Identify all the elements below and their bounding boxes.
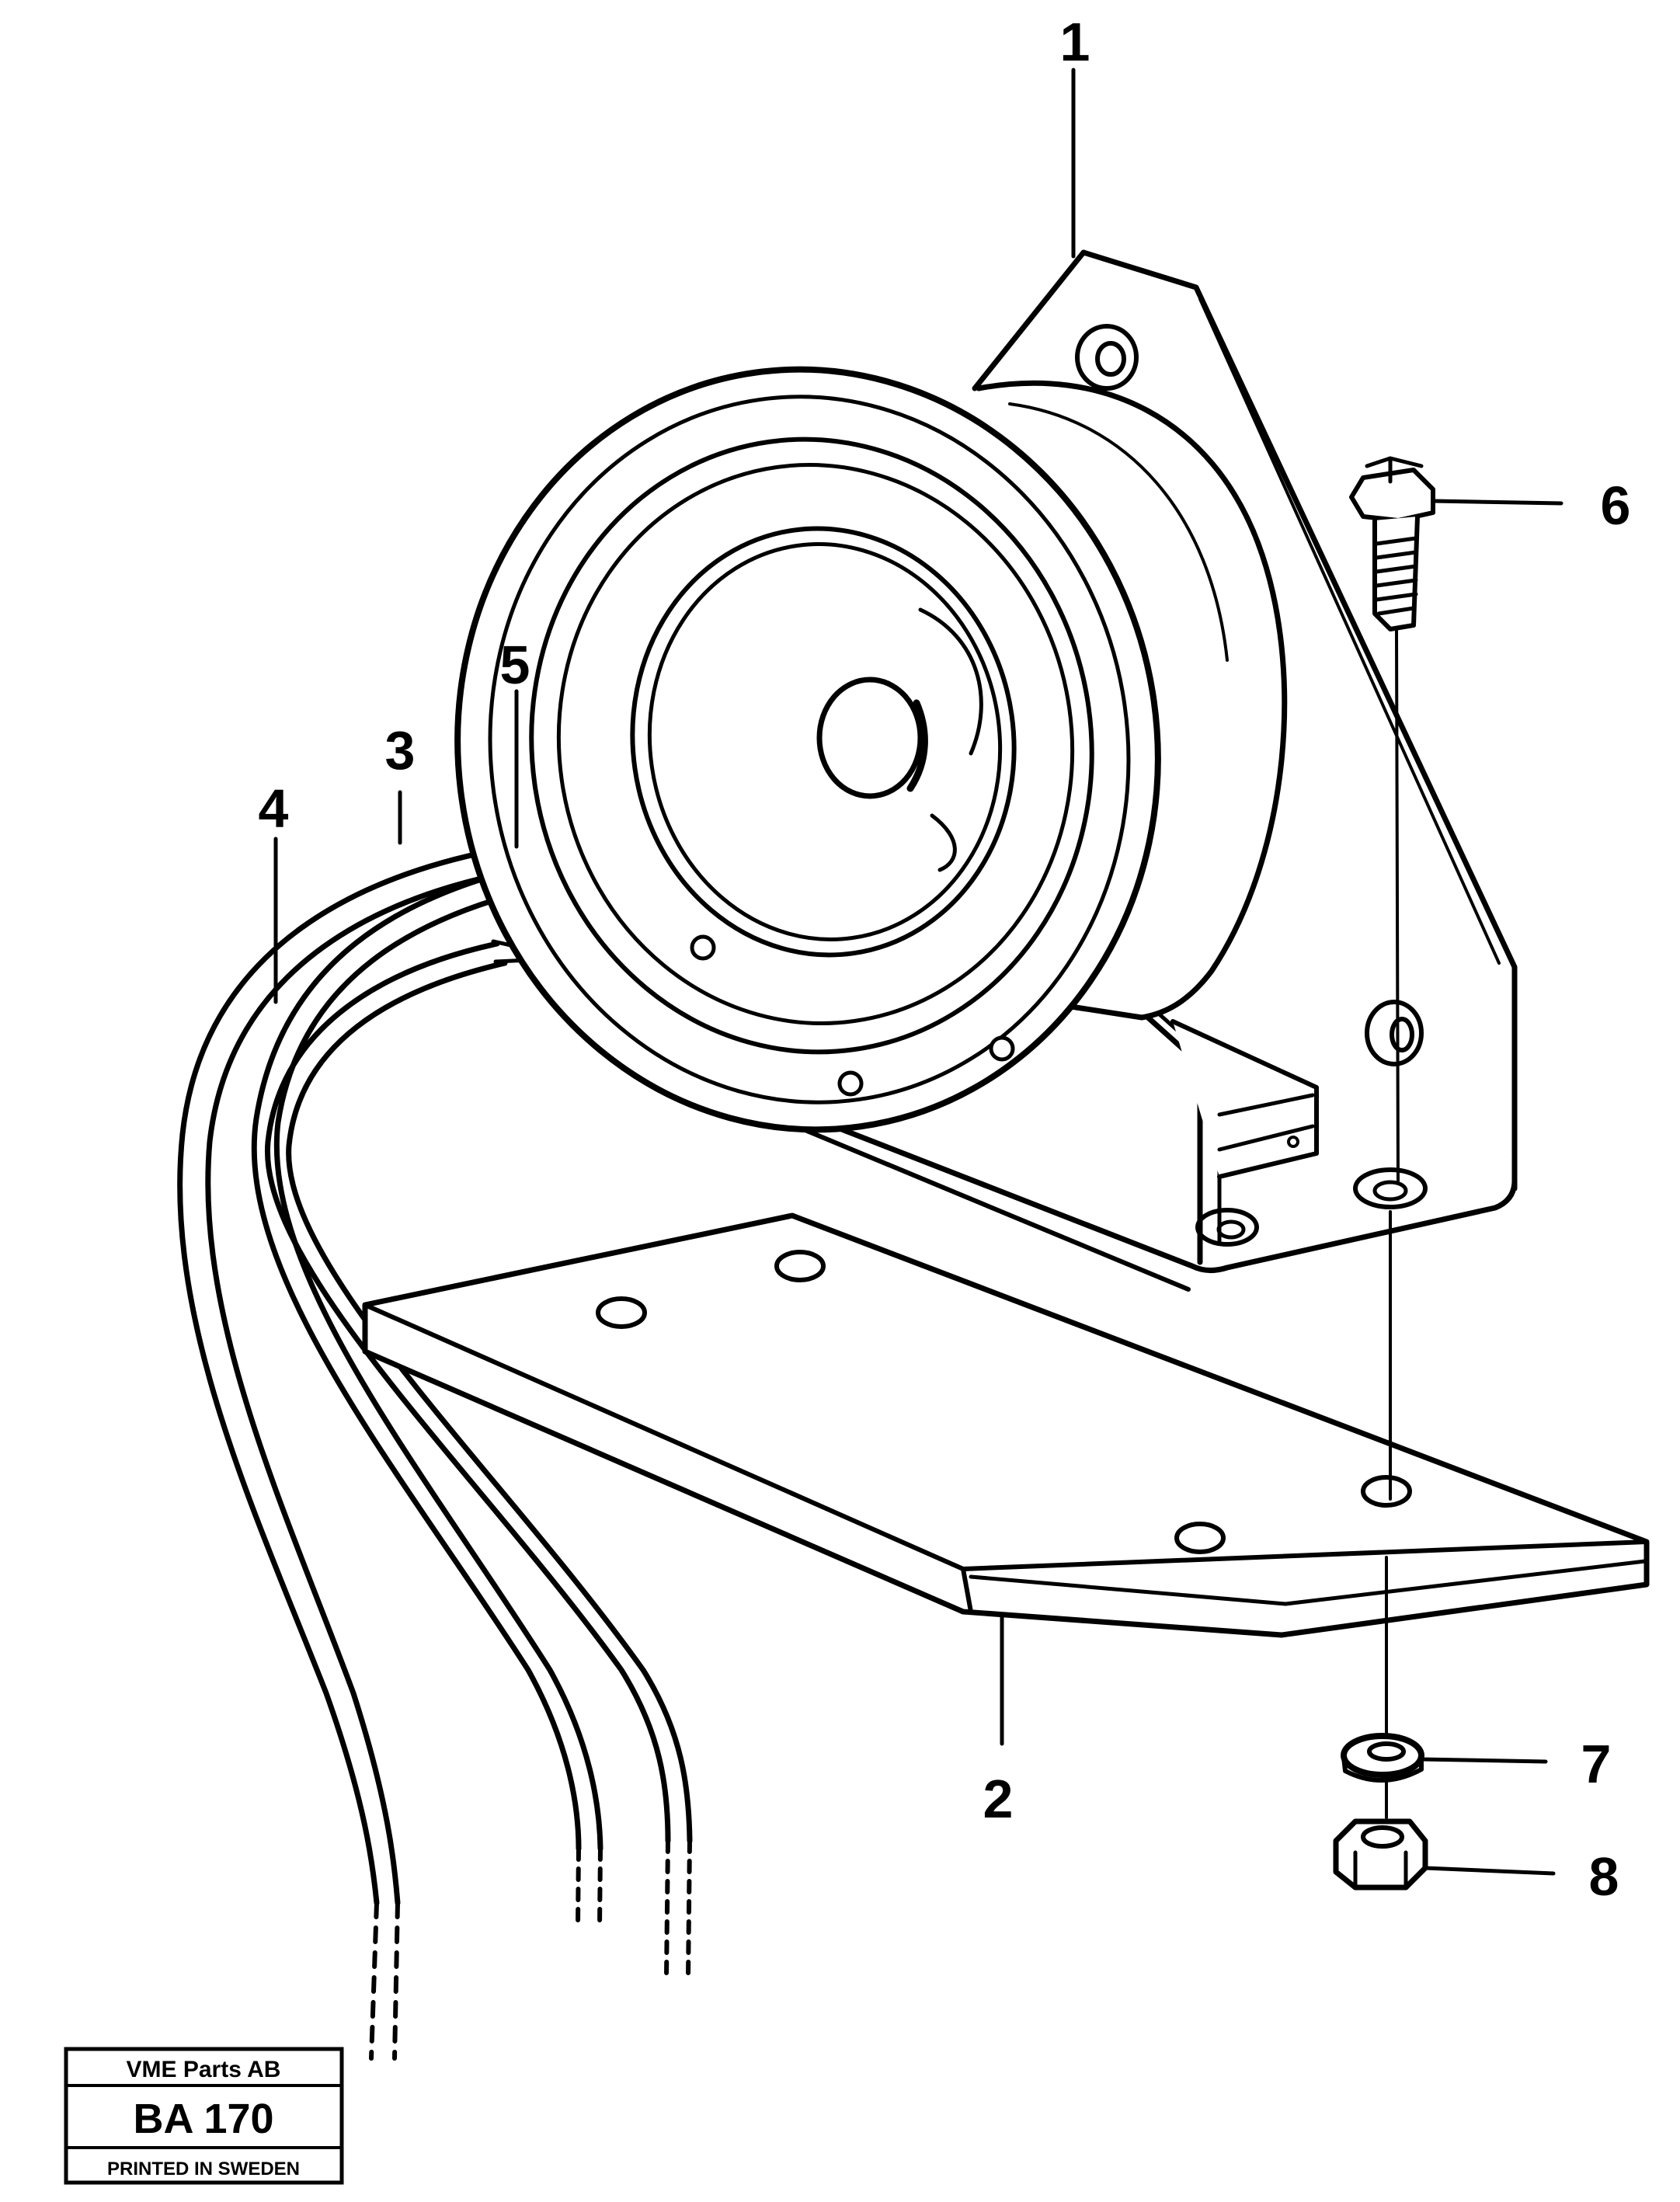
base-plate xyxy=(362,1212,1650,1638)
washer xyxy=(1341,1733,1424,1783)
bracket-base-hole-right-outer xyxy=(1353,1167,1428,1209)
horn-rim-ring-2 xyxy=(529,437,1094,1055)
leader-lines xyxy=(273,68,1563,1876)
leader-7 xyxy=(1419,1757,1548,1764)
title-block-frame xyxy=(64,2047,344,2185)
title-block-company: VME Parts AB xyxy=(127,2057,281,2082)
cable-3-outer xyxy=(265,941,671,1844)
washer-thickness xyxy=(1341,1753,1424,1783)
bracket-top-hole-inner xyxy=(1095,341,1126,377)
callout-1: 1 xyxy=(1060,12,1090,72)
title-block-printed: PRINTED IN SWEDEN xyxy=(107,2159,300,2179)
bracket-right-hole-outer xyxy=(1365,1000,1424,1066)
title-block: VME Parts AB BA 170 PRINTED IN SWEDEN xyxy=(64,2047,344,2185)
plate-hole-4 xyxy=(1361,1475,1412,1508)
bracket-base-hole-right-inner xyxy=(1372,1180,1408,1202)
cable-5-dashed-a xyxy=(576,1846,581,1929)
base-plate-bevel xyxy=(969,1559,1647,1606)
bracket-right-hole-inner xyxy=(1390,1017,1414,1052)
cable-5-inner xyxy=(273,875,603,1852)
bolt-threads xyxy=(1374,536,1418,616)
base-plate-edges xyxy=(363,1303,1649,1614)
bracket-top-hole-outer xyxy=(1075,324,1139,391)
cable-4-inner xyxy=(205,859,578,1906)
callout-labels: 1 2 3 4 5 6 7 8 xyxy=(259,12,1631,1907)
assembly-centerline xyxy=(1385,628,1400,1819)
bracket-edge-line xyxy=(1198,297,1501,965)
title-block-code: BA 170 xyxy=(133,2096,273,2142)
horn-outer-rim xyxy=(454,366,1161,1133)
connector-box-detail xyxy=(1217,1093,1315,1152)
plate-hole-3 xyxy=(1174,1522,1226,1554)
nut-flats xyxy=(1353,1850,1408,1890)
horn-diaphragm-inner xyxy=(647,542,1003,941)
plate-hole-2 xyxy=(774,1250,826,1282)
nut-bore xyxy=(1361,1825,1404,1849)
cable-4-dashed-a xyxy=(369,1901,379,2061)
horn-rim-ring-3 xyxy=(556,463,1075,1025)
callout-6: 6 xyxy=(1601,475,1631,536)
bracket-base-hole-left-inner xyxy=(1216,1219,1246,1240)
rim-screw-1 xyxy=(690,934,716,961)
horn-diaphragm-outer xyxy=(630,526,1017,958)
callout-7: 7 xyxy=(1581,1734,1612,1794)
bolt-shank xyxy=(1372,514,1420,631)
horn-center-cap xyxy=(816,677,923,799)
horn-center-cap-shade xyxy=(906,699,928,792)
rim-screw-2 xyxy=(837,1070,864,1097)
callout-4: 4 xyxy=(259,778,289,839)
callout-2: 2 xyxy=(983,1769,1014,1829)
cable-5-outer xyxy=(251,851,593,1852)
bolt xyxy=(1349,456,1435,631)
callout-8: 8 xyxy=(1589,1846,1619,1907)
horn-cylinder-shade xyxy=(1008,402,1229,662)
connector-box xyxy=(1170,1019,1319,1179)
connector-screw xyxy=(1287,1136,1299,1148)
bolt-head-top xyxy=(1365,456,1424,484)
cable-4-dashed-b xyxy=(392,1901,400,2061)
cable-3-dashed-a xyxy=(664,1838,670,1979)
horn-rim-ring-1 xyxy=(488,395,1131,1104)
leader-6 xyxy=(1431,499,1563,506)
bracket-base-hole-left-outer xyxy=(1195,1208,1259,1247)
callout-5: 5 xyxy=(500,635,530,695)
horn-unit xyxy=(454,366,1288,1133)
washer-inner xyxy=(1367,1741,1406,1762)
horn-arc-lower xyxy=(930,813,957,872)
cable-4-outer xyxy=(177,836,574,1906)
callout-3: 3 xyxy=(385,720,416,781)
leader-8 xyxy=(1423,1866,1556,1876)
base-plate-outline xyxy=(362,1212,1650,1638)
plate-hole-1 xyxy=(596,1296,647,1329)
cable-3-dashed-b xyxy=(686,1838,692,1979)
horn-arc-upper xyxy=(918,607,983,756)
nut-body xyxy=(1333,1818,1428,1891)
rim-screw-3 xyxy=(989,1035,1015,1062)
nut xyxy=(1333,1818,1428,1891)
